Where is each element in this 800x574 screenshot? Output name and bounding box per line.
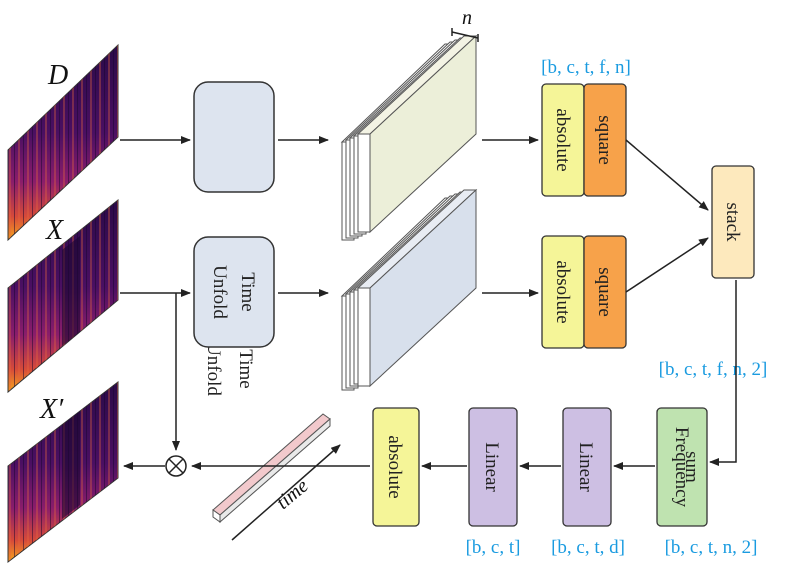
- stack-box: stack: [711, 165, 755, 279]
- arrow-square-bottom-to-stack: [625, 237, 709, 293]
- absolute-bottom-label: absolute: [552, 260, 573, 323]
- arrow-stack-to-frequency: [709, 280, 737, 466]
- spectrogram-x: [7, 198, 119, 394]
- dim-linear2-out: [b, c, t, d]: [551, 537, 625, 558]
- arrow-square-top-to-stack: [625, 139, 709, 211]
- linear-box-2: Linear: [562, 407, 612, 527]
- spectrogram-x-prime: [7, 380, 119, 564]
- square-box-bottom: square: [583, 235, 627, 349]
- dim-top: [b, c, t, f, n]: [541, 57, 631, 78]
- linear-2-label: Linear: [575, 442, 596, 492]
- linear-box-1: Linear: [468, 407, 518, 527]
- label-x: X: [45, 215, 64, 246]
- absolute-output-label: absolute: [384, 435, 405, 498]
- multiply-node: [165, 455, 187, 477]
- dim-stack-out: [b, c, t, f, n, 2]: [659, 359, 768, 380]
- label-x-prime: X′: [39, 394, 64, 425]
- absolute-box-top: absolute: [541, 83, 585, 197]
- time-label: time: [272, 475, 313, 514]
- dim-freq-out: [b, c, t, n, 2]: [665, 537, 758, 558]
- time-mask-bar: [212, 413, 331, 524]
- linear-1-label: Linear: [481, 442, 502, 492]
- dim-linear1-out: [b, c, t]: [466, 537, 521, 558]
- square-top-label: square: [594, 115, 615, 165]
- slab-stack-top: [340, 34, 478, 241]
- unfold-bottom-line1: Time: [237, 272, 258, 311]
- slab-stack-bottom: [340, 188, 478, 391]
- unfold-top-line1: Time: [235, 349, 256, 388]
- label-d: D: [47, 60, 68, 91]
- spectrogram-d: [7, 43, 119, 242]
- square-box-top: square: [583, 83, 627, 197]
- unfold-bottom-line2: Unfold: [209, 265, 230, 319]
- unfold-top-line2: Unfold: [203, 342, 224, 396]
- absolute-box-output: absolute: [372, 407, 420, 527]
- absolute-box-bottom: absolute: [541, 235, 585, 349]
- time-unfold-bottom: Time Unfold: [193, 236, 275, 348]
- frequency-line2: sum: [681, 451, 702, 483]
- time-axis-arrow: [231, 444, 341, 541]
- n-label: n: [462, 7, 472, 29]
- square-bottom-label: square: [594, 267, 615, 317]
- frequency-line1: Frequency: [671, 427, 692, 508]
- absolute-top-label: absolute: [552, 108, 573, 171]
- stack-label: stack: [722, 202, 743, 242]
- n-dimension-marker: n: [451, 7, 479, 42]
- time-unfold-top: Time Unfold: [193, 81, 275, 396]
- frequency-sum-box: Frequency sum: [656, 407, 708, 527]
